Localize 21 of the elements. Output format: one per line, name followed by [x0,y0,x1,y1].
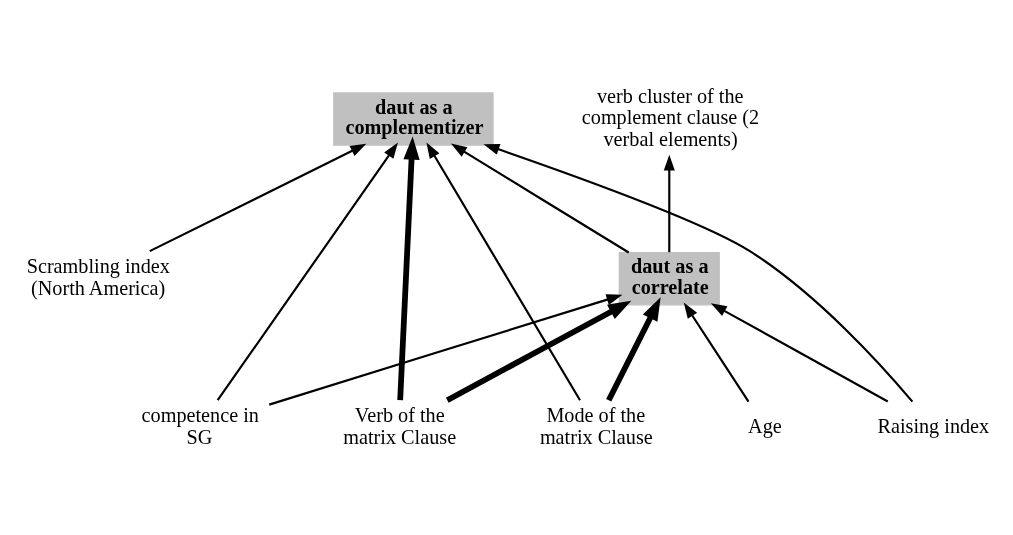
node-text: Scrambling index (North America) [26,254,170,299]
arrow [450,143,629,253]
node-text: competence in SG [141,403,259,448]
arrow [396,136,420,400]
arrow [710,302,888,402]
node-box: daut as a correlate [618,251,720,306]
node-text: Verb of the matrix Clause [342,403,456,448]
arrow [445,300,631,403]
node-text: Age [747,414,782,437]
node-box: daut as a complementizer [332,91,494,146]
node-text: Raising index [876,414,989,437]
arrow [268,293,622,406]
arrow [483,143,913,402]
node-text: verb cluster of the complement clause (2 verbal elements) [581,84,759,150]
arrow [148,143,366,252]
arrow [683,301,749,402]
arrow [425,141,581,401]
arrow [216,142,398,401]
arrow [605,296,661,401]
arrow [663,154,675,252]
node-text: Mode of the matrix Clause [539,403,653,448]
